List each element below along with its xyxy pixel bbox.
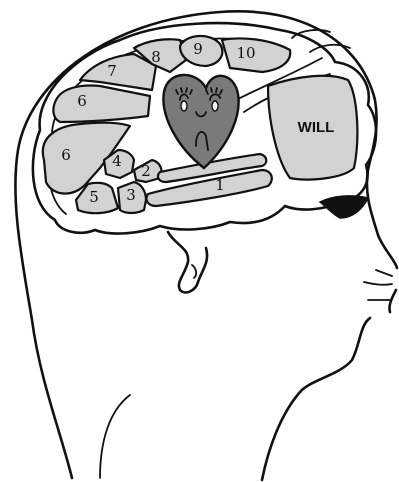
label-region-7: 7 <box>107 62 117 80</box>
eye-icon <box>320 196 368 218</box>
label-will: WILL <box>298 119 335 136</box>
label-region-4: 4 <box>112 152 122 170</box>
label-region-9: 9 <box>193 40 203 58</box>
label-region-2: 2 <box>141 162 151 180</box>
region-10 <box>222 38 290 72</box>
label-region-6-lower: 6 <box>61 146 71 164</box>
face-features <box>364 270 392 300</box>
label-region-8: 8 <box>151 48 161 66</box>
brain-stem <box>168 232 207 292</box>
label-region-10: 10 <box>236 44 255 62</box>
label-region-6-upper: 6 <box>77 92 87 110</box>
region-6-upper <box>53 86 150 122</box>
heart-face-icon <box>163 75 238 168</box>
label-region-3: 3 <box>126 186 136 204</box>
label-region-1: 1 <box>215 176 225 194</box>
label-region-5: 5 <box>89 188 99 206</box>
